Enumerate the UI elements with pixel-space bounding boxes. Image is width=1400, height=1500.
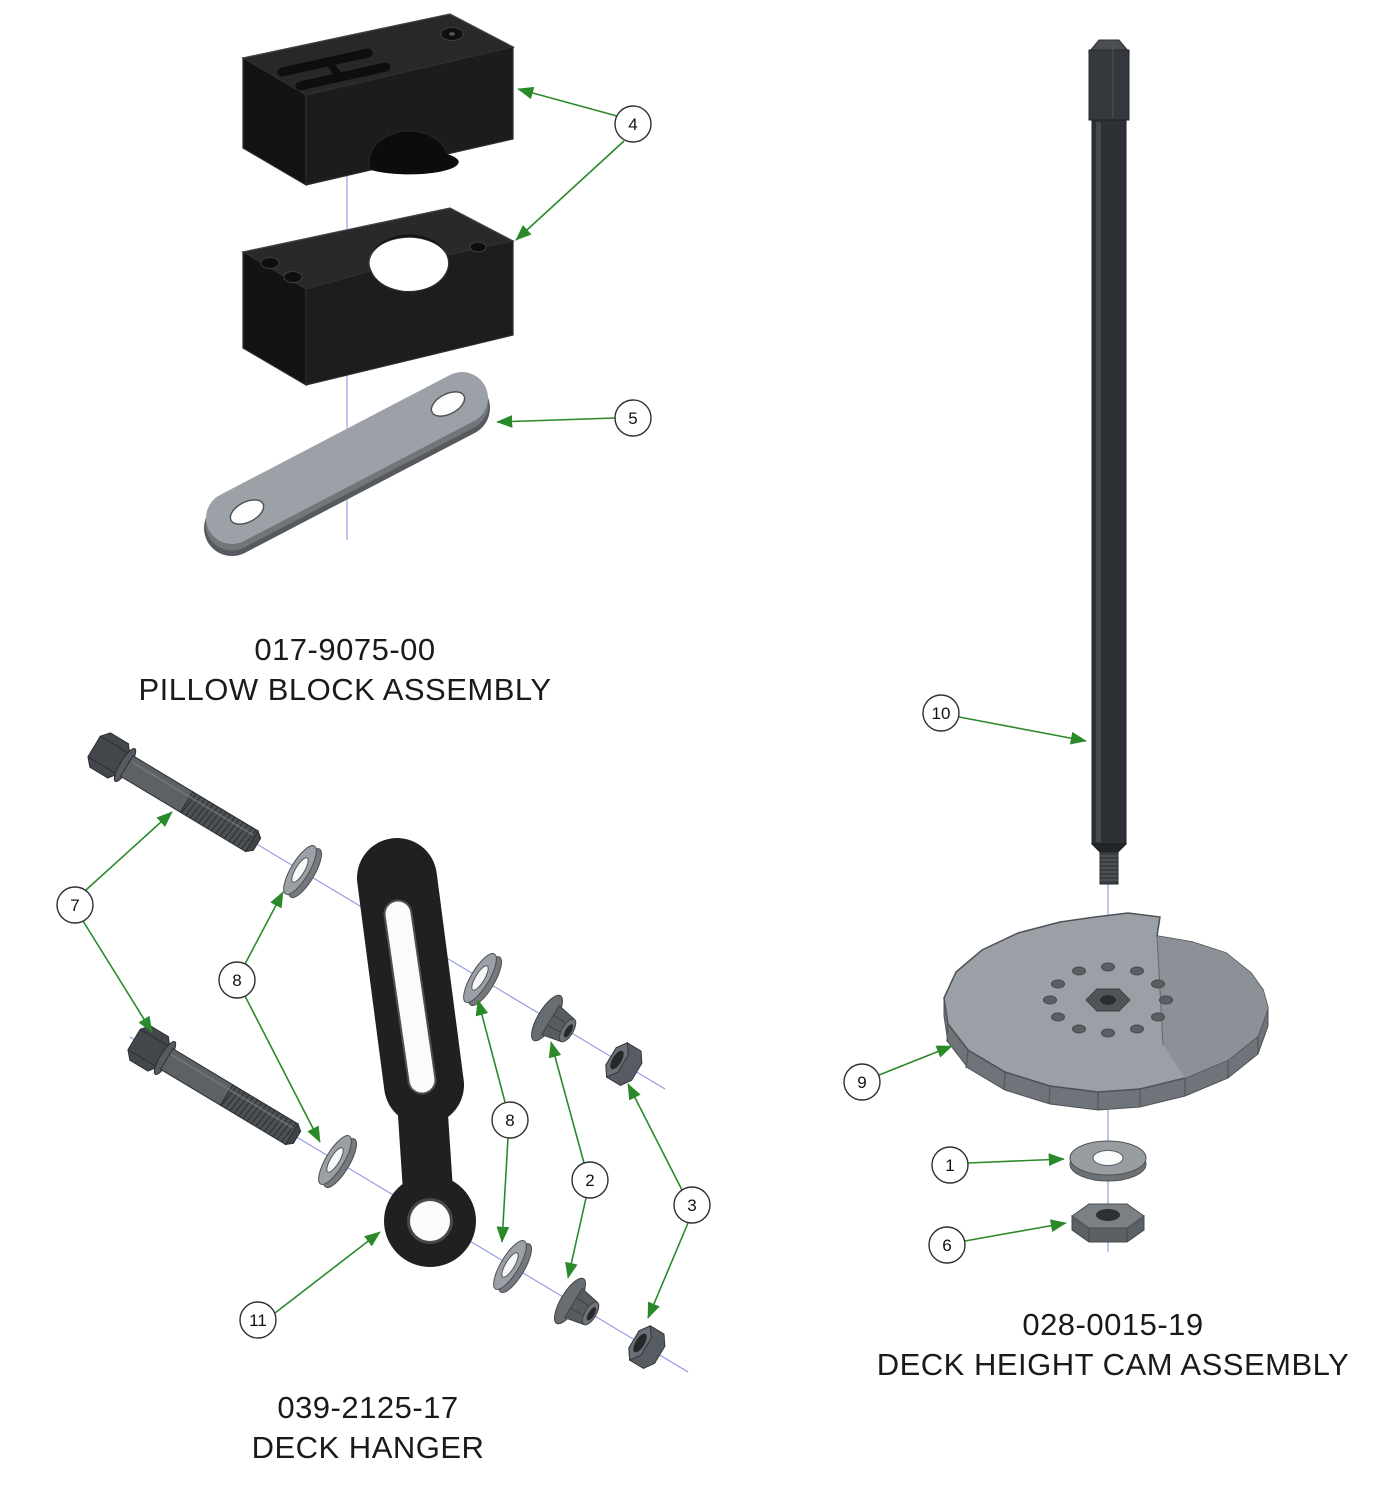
leader-line (517, 86, 618, 117)
callout-8-left: 8 (218, 891, 321, 1143)
leader-line (647, 1222, 689, 1319)
strap-hole (430, 391, 466, 417)
milled-slot (277, 48, 373, 77)
flat-washer-lower-left (318, 1135, 357, 1189)
callout-number: 7 (70, 896, 79, 915)
lower-pillow-block (241, 207, 515, 387)
callout-balloon (614, 399, 652, 437)
hex-nut-lower (628, 1325, 666, 1369)
deck-hanger-assembly: 7 8 8 2 3 (56, 732, 711, 1465)
cam-assembly-part-number: 028-0015-19 (1022, 1307, 1203, 1342)
shaft-notch (369, 131, 459, 175)
leader-line (475, 999, 506, 1103)
callout-number: 8 (505, 1111, 514, 1130)
flange-nut-upper (531, 994, 577, 1043)
leader-line (85, 811, 173, 891)
clamp-strap-plate (204, 372, 490, 556)
milled-slot (326, 60, 344, 81)
leader-line (958, 716, 1087, 745)
leader-line (515, 140, 625, 241)
bolt-hole (469, 241, 487, 253)
leader-line (496, 1137, 510, 1243)
bolt-hole (283, 271, 303, 283)
callout-number: 6 (942, 1236, 951, 1255)
leader-line (967, 1153, 1065, 1167)
callout-balloon (843, 1063, 881, 1101)
callout-balloon (931, 1146, 969, 1184)
callout-balloon (928, 1226, 966, 1264)
bolt-hole (260, 257, 280, 269)
leader-line (627, 1083, 683, 1191)
cam-hole-ring (1043, 962, 1173, 1038)
strap-hole (229, 499, 265, 525)
callout-balloon (673, 1186, 711, 1224)
hanger-hole (410, 1201, 450, 1241)
flat-washer-lower-right (493, 1240, 532, 1294)
callout-2: 2 (548, 1041, 609, 1279)
callout-number: 4 (628, 115, 637, 134)
flat-washer-upper-right (463, 953, 502, 1007)
callout-number: 5 (628, 409, 637, 428)
pillow-block-part-number: 017-9075-00 (254, 632, 435, 667)
flat-washer-upper-left (283, 845, 322, 899)
nut-hole (1096, 1209, 1120, 1221)
callout-8-right: 8 (475, 999, 529, 1243)
leader-line (878, 1045, 953, 1076)
upper-pillow-block (241, 13, 515, 187)
bolt-hole-center (449, 32, 455, 36)
leader-line (274, 1231, 381, 1314)
callout-balloon (614, 105, 652, 143)
callout-10: 10 (922, 694, 1087, 745)
pillow-block-title: PILLOW BLOCK ASSEMBLY (138, 672, 551, 707)
hex-nut-upper (605, 1042, 643, 1086)
callout-number: 11 (249, 1311, 267, 1330)
leader-line (496, 415, 616, 428)
callout-9: 9 (843, 1045, 953, 1101)
callout-balloon (239, 1301, 277, 1339)
cam-step (1157, 936, 1268, 1078)
callout-number: 9 (857, 1073, 866, 1092)
leader-line (244, 995, 321, 1143)
leader-line (244, 891, 284, 965)
callout-number: 1 (945, 1156, 954, 1175)
leader-line (548, 1041, 585, 1164)
hanger-slot (385, 901, 435, 1093)
callout-number: 3 (687, 1196, 696, 1215)
callout-balloon (56, 886, 94, 924)
hex-bolt-upper (87, 732, 262, 853)
flange-nut-lower (554, 1277, 600, 1326)
callout-11: 11 (239, 1231, 381, 1339)
deck-hanger-part-number: 039-2125-17 (277, 1390, 458, 1425)
rod-hole (1100, 995, 1116, 1005)
callout-balloon (922, 694, 960, 732)
callout-5: 5 (496, 399, 652, 437)
leader-line (964, 1219, 1067, 1242)
callout-3: 3 (627, 1083, 711, 1319)
leader-line (565, 1197, 587, 1279)
cam-disc (943, 912, 1269, 1111)
cam-assembly-title: DECK HEIGHT CAM ASSEMBLY (877, 1347, 1350, 1382)
deck-hanger-link (357, 838, 476, 1267)
pillow-block-assembly: 4 5 017-9075-00 PILLOW BLOCK ASSEMBLY (138, 13, 652, 707)
deck-hanger-title: DECK HANGER (252, 1430, 485, 1465)
cam-washer (1069, 1140, 1147, 1182)
deck-height-cam-assembly: 10 9 1 6 028-0015-19 DECK HEIGHT CAM ASS… (843, 39, 1350, 1382)
cam-rod (1087, 39, 1131, 885)
callout-number: 2 (585, 1171, 594, 1190)
cam-step-edge (1156, 935, 1164, 1046)
hex-bolt-lower (127, 1025, 302, 1146)
callout-number: 8 (232, 971, 241, 990)
callout-balloon (491, 1101, 529, 1139)
rim-notches (946, 1023, 1259, 1110)
callout-7: 7 (56, 811, 173, 1033)
leader-line (82, 920, 153, 1033)
callout-balloon (218, 961, 256, 999)
callout-4: 4 (515, 86, 652, 241)
cam-hex-nut (1071, 1203, 1145, 1243)
callout-1: 1 (931, 1146, 1065, 1184)
callout-number: 10 (932, 704, 951, 723)
callout-6: 6 (928, 1219, 1067, 1264)
callout-balloon (571, 1161, 609, 1199)
